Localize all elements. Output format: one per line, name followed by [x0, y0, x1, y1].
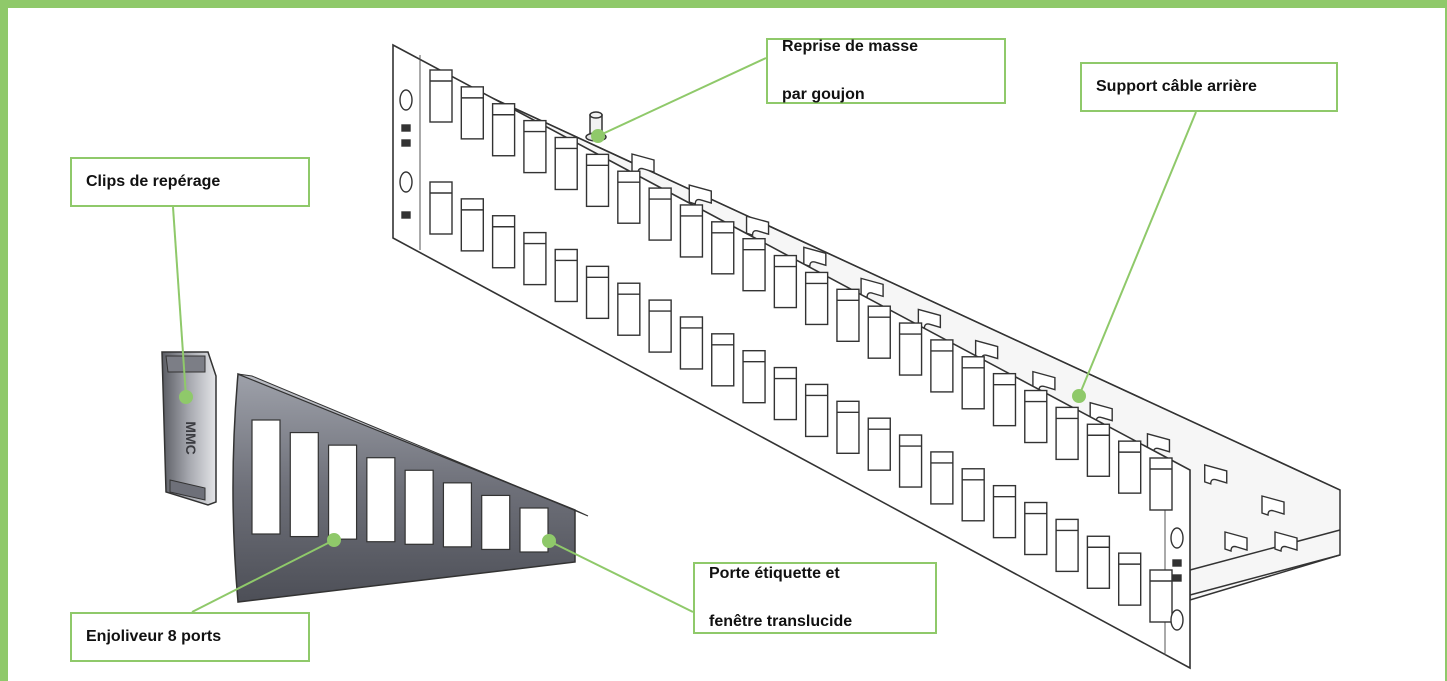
front-port — [898, 434, 923, 488]
faceplate-port — [404, 469, 434, 545]
front-port — [773, 366, 798, 421]
callout-grounding-line2: par goujon — [782, 86, 865, 103]
faceplate-port — [289, 431, 319, 538]
callout-faceplate: Enjoliveur 8 ports — [70, 612, 310, 662]
front-port — [836, 400, 860, 455]
front-port — [491, 103, 516, 157]
front-port — [773, 254, 798, 309]
faceplate-ports — [251, 419, 549, 553]
callout-faceplate-text: Enjoliveur 8 ports — [86, 628, 222, 645]
callout-grounding-stud: Reprise de masse par goujon — [766, 38, 1006, 104]
clip-marking-text: MMC — [183, 421, 199, 454]
rear-cable-loop — [1261, 495, 1285, 516]
leader-dot-clip — [179, 390, 193, 404]
front-port — [1055, 518, 1079, 573]
front-port — [648, 187, 672, 241]
front-port — [679, 316, 704, 370]
front-port — [1149, 569, 1173, 623]
front-port — [460, 198, 485, 252]
front-port — [1086, 535, 1111, 589]
leader-dot-faceplate — [327, 533, 341, 547]
front-port — [961, 468, 985, 522]
callout-label-holder-line1: Porte étiquette et — [709, 565, 840, 582]
rear-cable-loop — [803, 246, 827, 268]
front-port — [1117, 552, 1142, 606]
front-port — [742, 237, 766, 292]
front-port — [1117, 440, 1142, 494]
marking-clip: MMC — [161, 351, 217, 506]
rear-cable-loop — [1274, 531, 1298, 552]
front-port — [836, 288, 860, 343]
front-port — [648, 299, 672, 353]
front-port — [617, 282, 641, 336]
faceplate-port — [481, 494, 511, 551]
front-port — [1024, 501, 1048, 556]
front-port — [711, 333, 735, 387]
front-port — [1024, 389, 1048, 444]
front-port — [992, 372, 1017, 427]
front-port — [804, 271, 829, 326]
rear-support-cable-loops — [631, 153, 1298, 552]
front-port — [898, 322, 923, 376]
leader-dot-support — [1072, 389, 1086, 403]
rear-cable-loop — [1224, 531, 1248, 552]
front-port — [804, 383, 829, 438]
front-port — [554, 136, 578, 191]
front-port — [930, 451, 954, 505]
front-port — [1149, 457, 1173, 511]
front-port — [961, 356, 985, 410]
callout-grounding-line1: Reprise de masse — [782, 38, 919, 55]
callout-label-holder-line2: fenêtre translucide — [709, 613, 853, 630]
front-port — [460, 86, 485, 140]
front-port — [930, 339, 954, 393]
front-port — [523, 119, 547, 174]
front-port — [429, 69, 453, 123]
front-port — [554, 248, 578, 303]
leader-dot-stud — [591, 129, 605, 143]
front-port — [585, 153, 610, 208]
leader-dot-label-holder — [542, 534, 556, 548]
faceplate-port — [251, 419, 281, 535]
front-port — [491, 215, 516, 269]
front-port — [617, 170, 641, 224]
callout-clips-text: Clips de repérage — [86, 173, 221, 190]
callout-rear-support-text: Support câble arrière — [1096, 78, 1257, 95]
front-port — [429, 181, 453, 235]
front-port — [867, 417, 891, 471]
front-port — [867, 305, 891, 359]
callout-rear-cable-support: Support câble arrière — [1080, 62, 1338, 112]
front-port — [1086, 423, 1111, 477]
front-port — [523, 231, 547, 286]
faceplate-port — [327, 444, 358, 540]
rear-cable-loop — [745, 215, 770, 237]
callout-label-holder: Porte étiquette et fenêtre translucide — [693, 562, 937, 634]
front-port — [711, 221, 735, 275]
rear-cable-loop — [1204, 463, 1228, 485]
front-port — [992, 484, 1017, 539]
faceplate-port — [366, 457, 396, 543]
faceplate-port — [442, 482, 473, 548]
front-port — [585, 265, 610, 320]
leader-lines — [172, 57, 1197, 613]
rear-cable-loop — [688, 184, 712, 206]
front-panel-ports — [429, 69, 1173, 623]
front-port — [679, 204, 704, 258]
panel-mounting-holes — [399, 89, 1184, 631]
front-port — [742, 349, 766, 404]
front-port — [1055, 406, 1079, 461]
callout-marking-clips: Clips de repérage — [70, 157, 310, 207]
